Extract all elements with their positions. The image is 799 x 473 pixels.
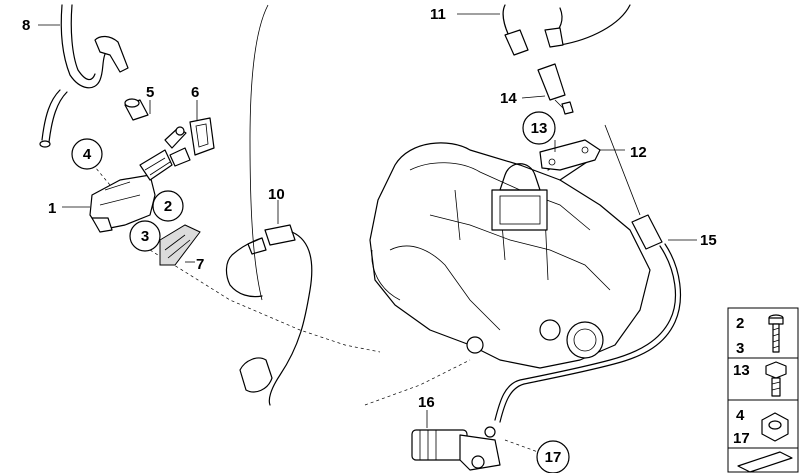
- pin-part-5: [124, 98, 151, 121]
- master-cylinder-part-1: [62, 147, 191, 233]
- arrow-icon: [737, 451, 793, 473]
- legend-label-2: 2: [736, 315, 744, 332]
- legend-label-4: 4: [736, 407, 745, 424]
- hex-nut-icon: [761, 412, 789, 442]
- fastener-legend: 2 3 13 4 17: [727, 307, 799, 473]
- callout-6: 6: [191, 84, 199, 101]
- gearbox-housing: [369, 142, 651, 369]
- hydraulic-line-15: [484, 124, 682, 438]
- callout-11: 11: [430, 6, 446, 23]
- hydraulic-line-11-14: [502, 4, 631, 115]
- callout-15: 15: [700, 232, 717, 249]
- callout-8: 8: [22, 17, 30, 34]
- svg-text:2: 2: [164, 198, 172, 215]
- callout-circle-3: 3: [129, 220, 161, 252]
- svg-text:4: 4: [83, 146, 92, 163]
- slave-cylinder-part-16: [364, 359, 501, 471]
- callout-5: 5: [146, 84, 154, 101]
- leader-14: [521, 95, 546, 99]
- callout-circle-2: 2: [152, 190, 184, 222]
- callout-16: 16: [418, 394, 435, 411]
- callout-12: 12: [630, 144, 647, 161]
- callout-circle-4: 4: [71, 138, 103, 170]
- legend-cell-bolt: [727, 307, 799, 359]
- leader-17: [504, 439, 539, 453]
- svg-text:17: 17: [545, 449, 562, 466]
- reference-line: [249, 4, 269, 301]
- callout-1: 1: [48, 200, 56, 217]
- callout-circle-17: 17: [536, 440, 570, 473]
- clip-part-6: [189, 100, 215, 156]
- hydraulic-line-10: [225, 200, 313, 406]
- legend-label-3: 3: [736, 340, 744, 357]
- callout-circle-13: 13: [522, 111, 556, 145]
- bracket-part-7: [159, 224, 201, 266]
- legend-cell-hex-bolt: [727, 357, 799, 401]
- reservoir-hose-part-8: [38, 4, 129, 148]
- callout-10: 10: [268, 186, 285, 203]
- bolt-icon: [768, 314, 784, 353]
- bracket-part-12: [539, 139, 625, 171]
- legend-label-17: 17: [733, 430, 750, 447]
- svg-text:13: 13: [531, 120, 548, 137]
- callout-7: 7: [196, 256, 204, 273]
- legend-label-13: 13: [733, 362, 750, 379]
- callout-14: 14: [500, 90, 517, 107]
- reference-dashed-line: [149, 249, 381, 353]
- svg-text:3: 3: [141, 228, 149, 245]
- hex-bolt-icon: [765, 361, 787, 397]
- pushrod-part-4: [164, 126, 187, 149]
